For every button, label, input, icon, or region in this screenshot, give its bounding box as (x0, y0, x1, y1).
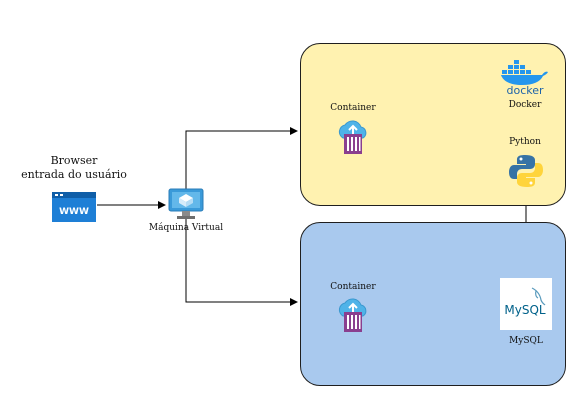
python-label: Python (509, 137, 541, 147)
browser-subtitle: entrada do usuário (21, 168, 127, 181)
container-icon (335, 118, 371, 156)
edge-vm-to-docker-container (185, 127, 298, 205)
virtual-machine-icon (168, 188, 204, 220)
docker-logo-text: docker (506, 84, 544, 96)
browser-www-icon: WWW (52, 192, 96, 222)
mysql-logo-text: MySQL (504, 303, 546, 317)
vm-label: Máquina Virtual (148, 223, 224, 233)
docker-container-label: Container (330, 103, 376, 113)
www-text: WWW (59, 207, 89, 217)
mysql-logo-icon: MySQL (500, 278, 552, 330)
mysql-label: MySQL (509, 336, 543, 346)
db-container-label: Container (330, 282, 376, 292)
browser-label: Browser entrada do usuário (20, 154, 128, 182)
python-logo-icon (508, 153, 544, 189)
edge-vm-to-db-container (185, 205, 298, 306)
container-icon (335, 296, 371, 334)
docker-logo-icon: docker (500, 56, 550, 97)
browser-title: Browser (50, 154, 98, 167)
docker-label: Docker (508, 100, 542, 110)
